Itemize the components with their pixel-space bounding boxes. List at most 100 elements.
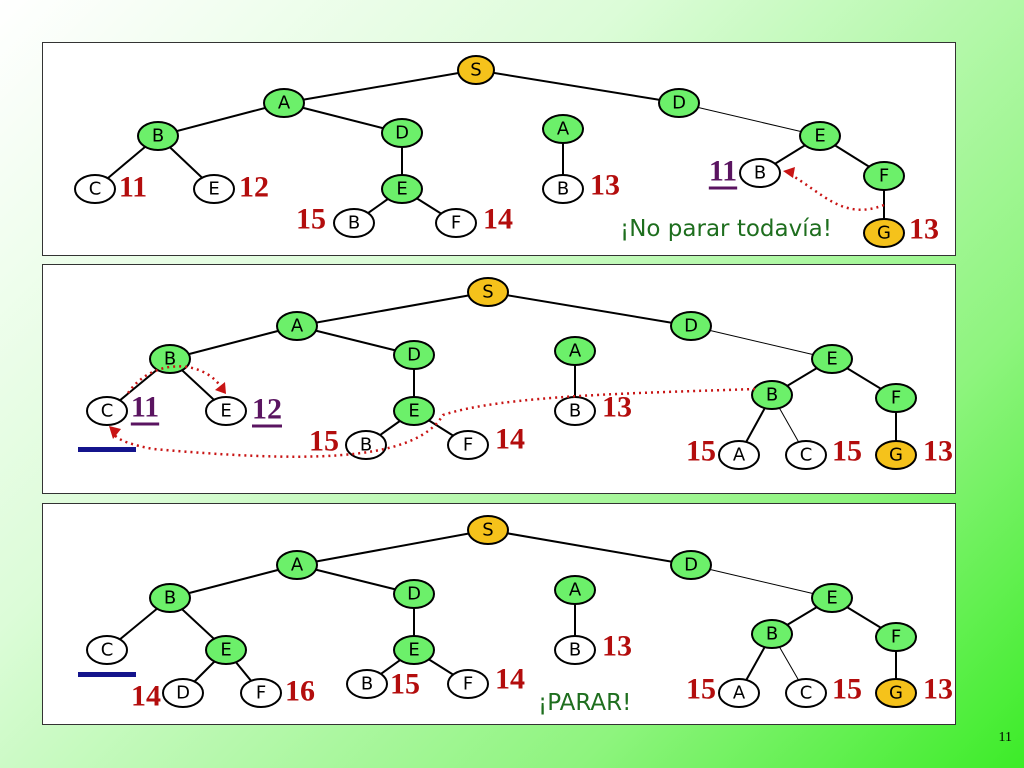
tree-node [74, 174, 116, 204]
tree-node [554, 336, 596, 366]
tree-node [811, 344, 853, 374]
tree-node [240, 678, 282, 708]
cost-label: 15 [832, 435, 862, 468]
node-label: A [733, 445, 746, 466]
node-label: D [176, 683, 190, 704]
cost-labels: 11 12 13 15 14 11 13 [119, 155, 939, 246]
node-label: E [220, 640, 231, 661]
cost-label: 13 [602, 391, 632, 424]
tree-node [718, 678, 760, 708]
tree-panel-1: S A D B D A E C E E B B F B F G 11 12 13… [42, 42, 956, 256]
node-label: B [766, 624, 778, 645]
node-label: B [569, 401, 581, 422]
node-label: F [451, 213, 461, 234]
tree-node [393, 579, 435, 609]
node-labels: S A D B D A E C E E B B F B F G [89, 60, 891, 244]
tree-node [447, 430, 489, 460]
node-label: A [569, 341, 582, 362]
tree-node [739, 158, 781, 188]
tree-node [276, 311, 318, 341]
node-label: D [684, 555, 698, 576]
node-label: B [557, 179, 569, 200]
node-label: B [754, 163, 766, 184]
tree-nodes [74, 55, 905, 248]
cost-label: 13 [923, 435, 953, 468]
tree-node [811, 583, 853, 613]
node-label: C [89, 179, 102, 200]
tree-diagram-1: S A D B D A E C E E B B F B F G 11 12 13… [74, 55, 939, 248]
tree-diagram-3: S A D B D A E C E E B B F D F B F A C G … [78, 515, 953, 716]
node-label: S [482, 520, 493, 541]
tree-node [875, 622, 917, 652]
node-label: D [684, 316, 698, 337]
node-label: G [877, 223, 891, 244]
tree-node [149, 583, 191, 613]
tree-node [670, 550, 712, 580]
cost-label: 15 [309, 425, 339, 458]
tree-node [205, 396, 247, 426]
node-label: S [470, 60, 481, 81]
tree-panel-2: S A D B D A E C E E B B F B F A C G 11 1… [42, 264, 956, 494]
backtrack-arrow [787, 171, 885, 211]
tree-panel-3: S A D B D A E C E E B B F D F B F A C G … [42, 503, 956, 725]
tree-nodes [86, 277, 917, 470]
status-message: ¡No parar todavía! [620, 216, 832, 242]
node-label: E [208, 179, 219, 200]
node-label: S [482, 282, 493, 303]
node-label: C [101, 401, 114, 422]
node-label: B [569, 640, 581, 661]
cost-label: 15 [686, 435, 716, 468]
cost-label: 15 [296, 203, 326, 236]
page-number: 11 [998, 730, 1012, 745]
tree-node [875, 383, 917, 413]
node-label: F [891, 627, 901, 648]
node-labels: S A D B D A E C E E B B F D F B F A C G [101, 520, 903, 704]
cost-label: 13 [590, 169, 620, 202]
frontier-bar [78, 672, 136, 677]
cost-labels: 13 14 16 15 14 15 15 13 [131, 630, 953, 713]
tree-node [457, 55, 495, 85]
node-label: A [557, 119, 570, 140]
tree-node [751, 619, 793, 649]
backtrack-arrow [126, 365, 223, 394]
node-label: B [164, 588, 176, 609]
cost-label: 11 [119, 171, 147, 204]
tree-node [393, 340, 435, 370]
frontier-bar [78, 447, 136, 452]
node-label: E [408, 401, 419, 422]
tree-node [863, 161, 905, 191]
tree-node [276, 550, 318, 580]
cost-label: 14 [131, 680, 161, 713]
tree-node [381, 174, 423, 204]
tree-node [86, 396, 128, 426]
node-label: F [891, 388, 901, 409]
node-label: E [396, 179, 407, 200]
tree-node [381, 118, 423, 148]
cost-label: 15 [832, 673, 862, 706]
tree-node [205, 635, 247, 665]
node-label: B [348, 213, 360, 234]
tree-node [554, 575, 596, 605]
tree-node [346, 669, 388, 699]
tree-node [345, 430, 387, 460]
cost-label: 11 [709, 155, 737, 188]
node-label: B [361, 674, 373, 695]
node-label: C [800, 683, 813, 704]
node-label: B [360, 435, 372, 456]
node-label: B [766, 385, 778, 406]
tree-node [670, 311, 712, 341]
node-label: A [733, 683, 746, 704]
tree-node [193, 174, 235, 204]
tree-node [393, 635, 435, 665]
tree-node [467, 277, 509, 307]
node-label: E [220, 401, 231, 422]
tree-node [875, 678, 917, 708]
node-label: D [672, 93, 686, 114]
tree-node [86, 635, 128, 665]
node-label: C [800, 445, 813, 466]
node-label: A [278, 93, 291, 114]
node-label: D [407, 345, 421, 366]
node-label: C [101, 640, 114, 661]
tree-node [785, 678, 827, 708]
node-label: D [407, 584, 421, 605]
